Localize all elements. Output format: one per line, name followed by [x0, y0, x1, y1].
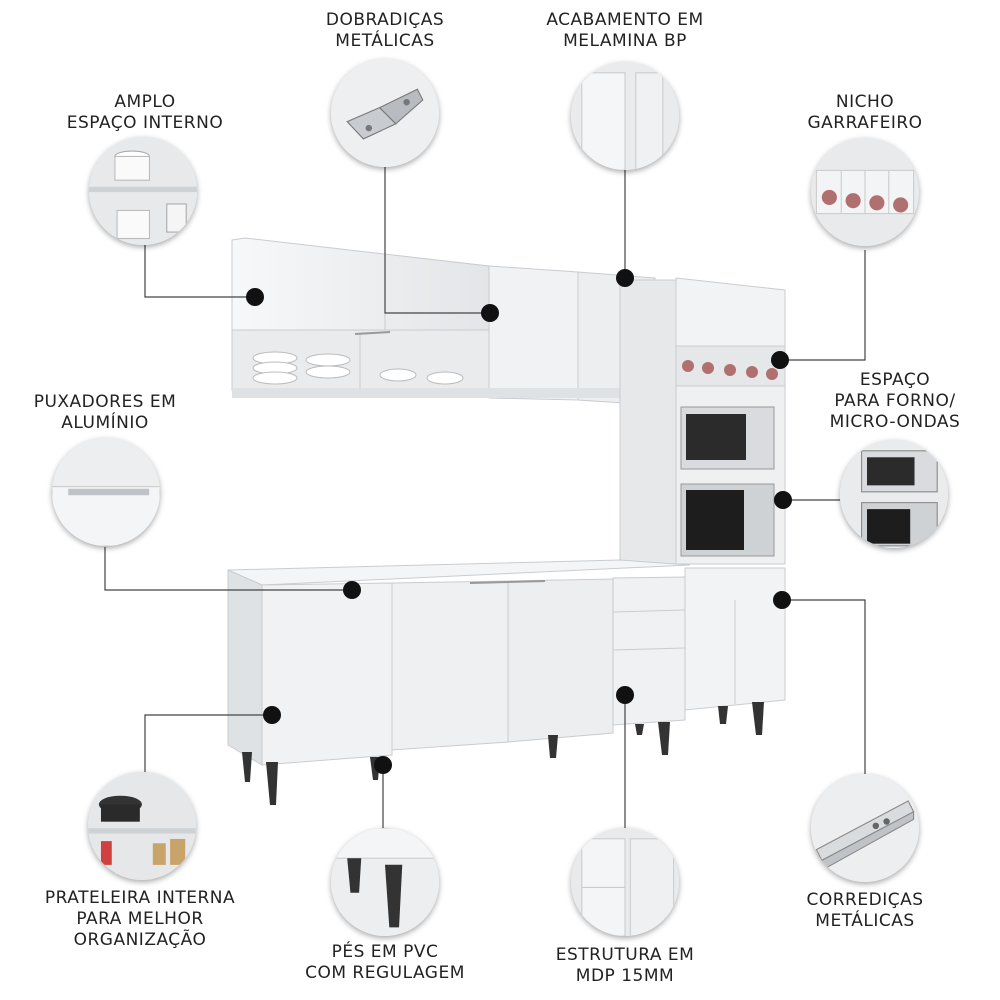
- upper-cabinet: [231, 237, 656, 406]
- cabinet-feet: [242, 702, 764, 805]
- detail-circle-shelf: [88, 772, 196, 880]
- connector-lines: [104, 167, 866, 828]
- detail-circle-melamine: [571, 62, 679, 170]
- detail-circle-slides: [811, 774, 919, 882]
- detail-circle-wine-rack: [811, 138, 919, 246]
- detail-circle-pvc-feet: [331, 828, 439, 936]
- detail-circle-oven-space: [840, 440, 948, 548]
- callout-dots: [246, 269, 792, 774]
- detail-circle-interior: [89, 137, 197, 245]
- detail-circle-handle: [52, 438, 160, 546]
- detail-circle-mdp-structure: [571, 828, 679, 936]
- detail-circle-hinge: [331, 59, 439, 167]
- base-cabinet: [227, 559, 691, 766]
- tall-tower-cabinet: [619, 277, 786, 711]
